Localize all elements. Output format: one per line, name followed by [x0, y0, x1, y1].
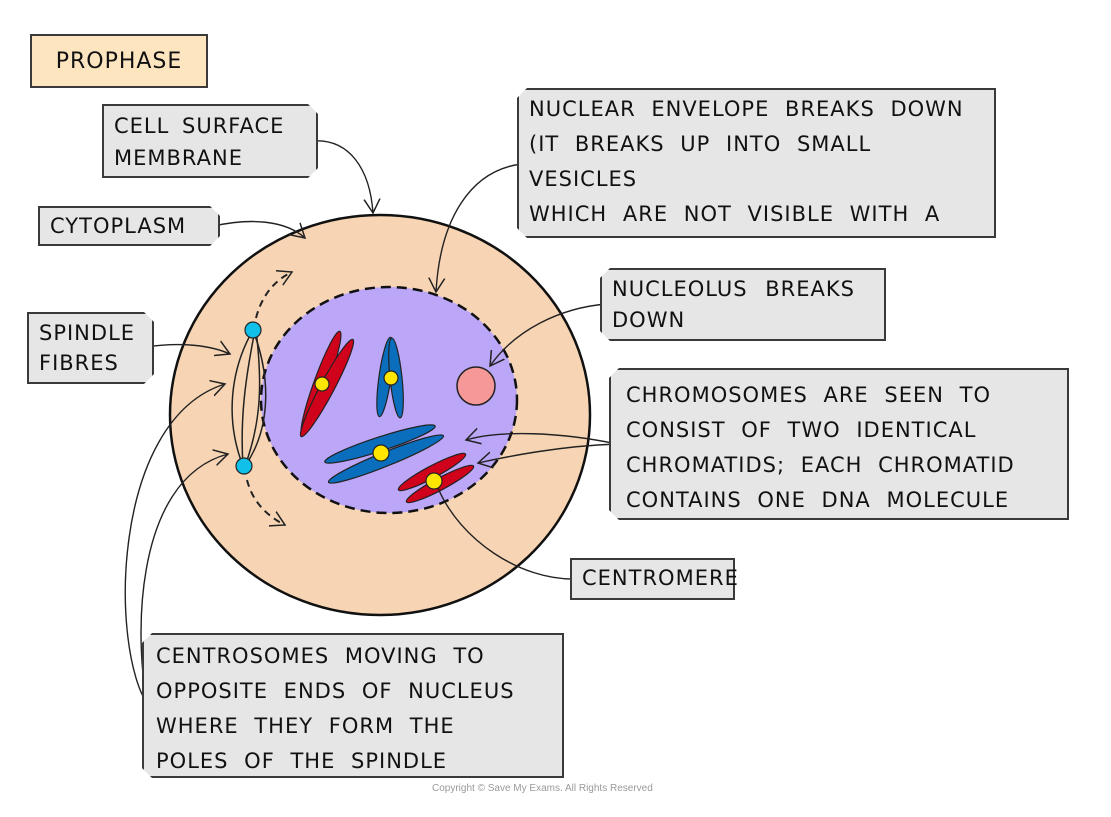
label-cytoplasm: CYTOPLASM: [38, 206, 220, 246]
leader-cytoplasm: [213, 220, 305, 238]
leader-chromatid-1: [466, 434, 618, 445]
leader-cell-surface-membrane: [311, 140, 373, 213]
leader-nuclear-envelope: [436, 163, 523, 292]
label-cell-surface-membrane: CELL SURFACE MEMBRANE: [102, 104, 318, 178]
leader-centromere: [437, 487, 576, 580]
centrosome-bottom: [235, 457, 253, 475]
leader-chromatid-2: [478, 443, 618, 463]
leader-centrosome-top: [124, 384, 225, 706]
chromosome-red-1: [299, 330, 355, 438]
leader-spindle-fibres: [145, 345, 230, 354]
phase-title: PROPHASE: [30, 34, 208, 88]
leader-nucleolus: [490, 303, 607, 366]
label-centrosomes: CENTROSOMES MOVING TO OPPOSITE ENDS OF N…: [142, 633, 564, 778]
chromosome-blue-2: [324, 424, 445, 484]
label-centromere: CENTROMERE: [570, 558, 738, 600]
centrosome-movement-arrow-up: [255, 272, 292, 319]
label-chromosomes: CHROMOSOMES ARE SEEN TO CONSIST OF TWO I…: [609, 368, 1069, 520]
label-spindle-fibres: SPINDLE FIBRES: [27, 312, 154, 384]
centrosome-top: [244, 321, 262, 339]
spindle-fibres: [231, 329, 267, 467]
label-nuclear-envelope: NUCLEAR ENVELOPE BREAKS DOWN (IT BREAKS …: [517, 88, 996, 238]
centrosome-movement-arrow-down: [246, 479, 285, 525]
chromosome-blue-1: [376, 336, 404, 419]
label-nucleolus: NUCLEOLUS BREAKS DOWN: [600, 268, 886, 341]
nucleolus: [456, 366, 496, 406]
copyright-notice: Copyright © Save My Exams. All Rights Re…: [432, 783, 653, 794]
chromosome-red-2: [397, 452, 475, 504]
